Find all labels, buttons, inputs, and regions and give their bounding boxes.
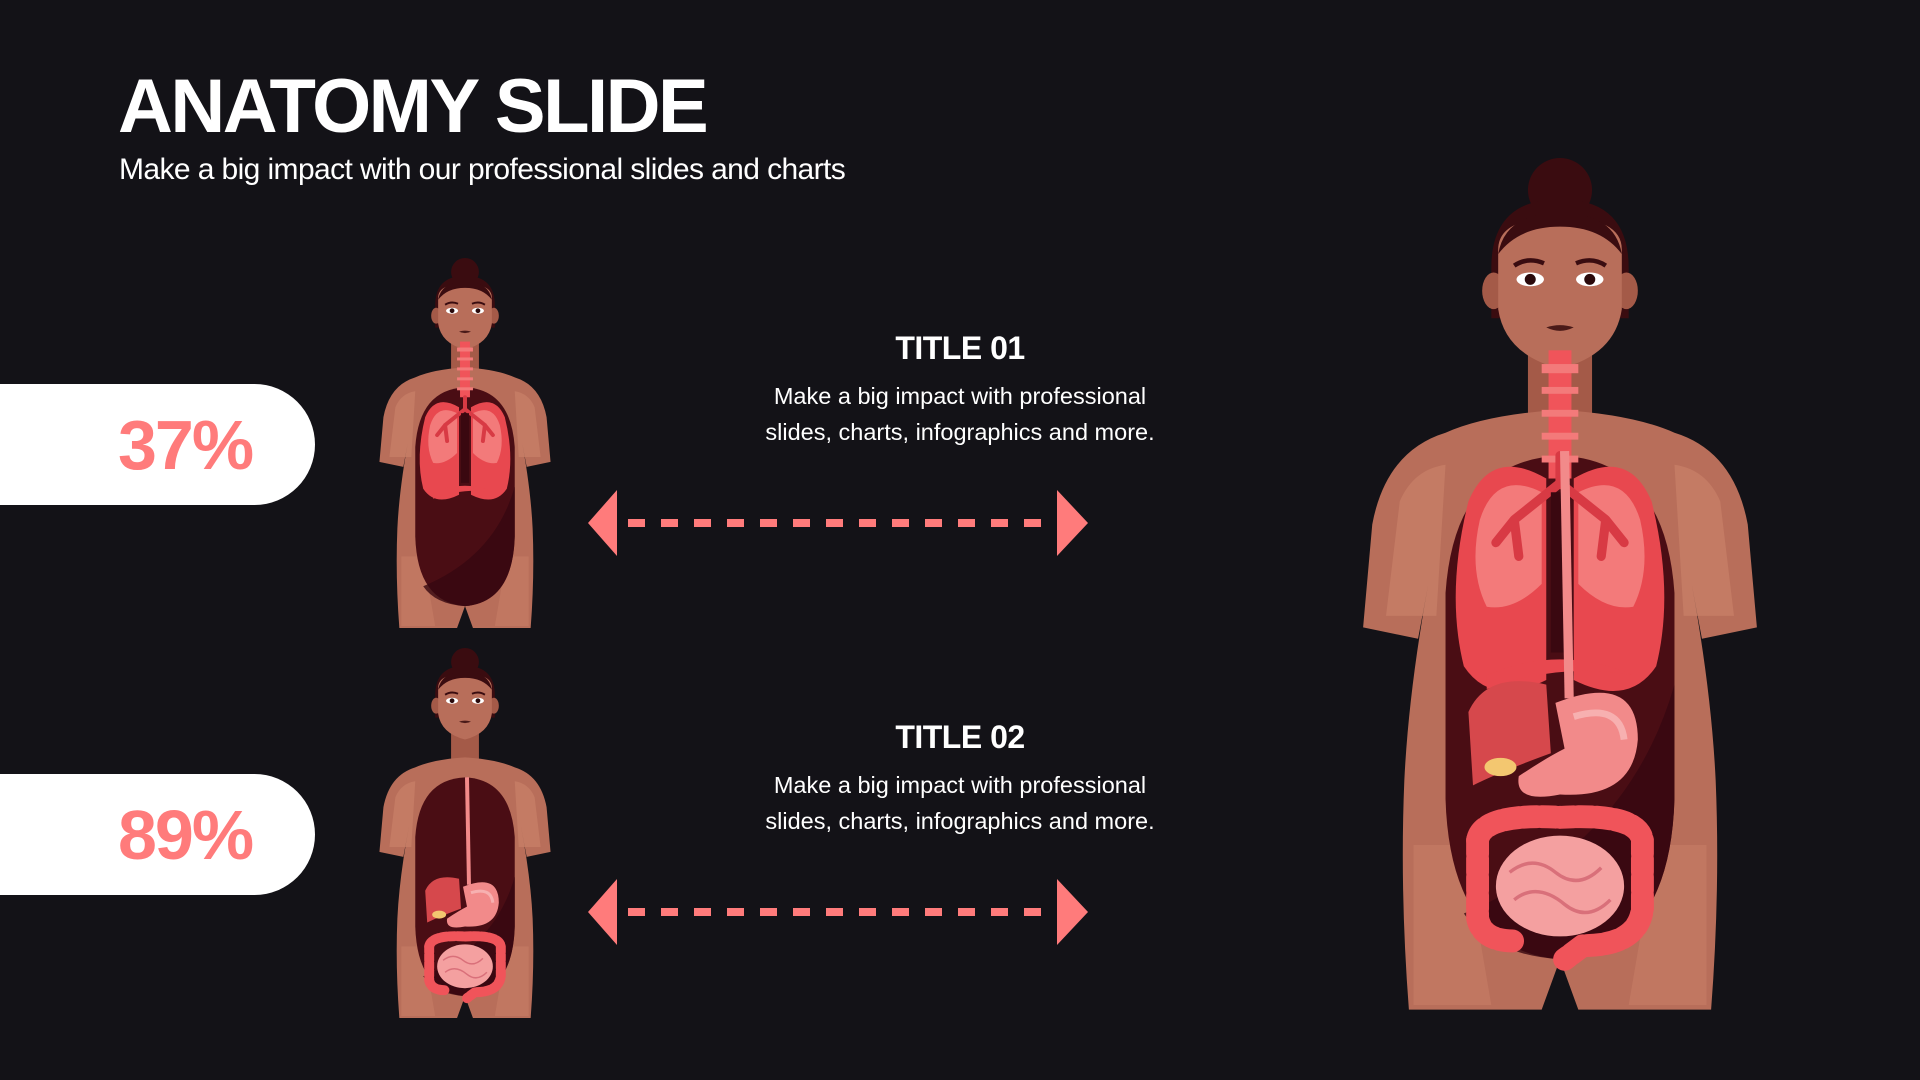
percentage-pill-2: 89% — [0, 774, 315, 895]
full-anatomy-figure — [1352, 158, 1768, 1028]
respiratory-system-figure — [378, 258, 552, 630]
arrow-left-head-icon — [588, 879, 617, 945]
arrow-left-head-icon — [588, 490, 617, 556]
info-body-1-line-1: Make a big impact with professional — [773, 383, 1147, 409]
info-body-1: Make a big impact with professional slid… — [700, 378, 1220, 450]
info-block-2: TITLE 02 Make a big impact with professi… — [700, 717, 1220, 839]
info-body-1-line-2: slides, charts, infographics and more. — [765, 419, 1155, 445]
arrow-right-head-icon — [1057, 490, 1088, 556]
slide-subtitle: Make a big impact with our professional … — [119, 153, 846, 186]
double-arrow-2 — [588, 879, 1088, 945]
double-arrow-1 — [588, 490, 1088, 556]
info-block-1: TITLE 01 Make a big impact with professi… — [700, 328, 1220, 450]
info-body-2-line-2: slides, charts, infographics and more. — [765, 808, 1155, 834]
digestive-system-figure — [378, 648, 552, 1020]
info-title-2: TITLE 02 — [895, 719, 1025, 755]
info-title-1: TITLE 01 — [895, 330, 1025, 366]
info-body-2: Make a big impact with professional slid… — [700, 767, 1220, 839]
info-body-2-line-1: Make a big impact with professional — [773, 772, 1147, 798]
percentage-value-1: 37% — [118, 405, 254, 484]
arrow-right-head-icon — [1057, 879, 1088, 945]
percentage-value-2: 89% — [118, 795, 254, 874]
slide-title: ANATOMY SLIDE — [118, 64, 709, 149]
percentage-pill-1: 37% — [0, 384, 315, 505]
